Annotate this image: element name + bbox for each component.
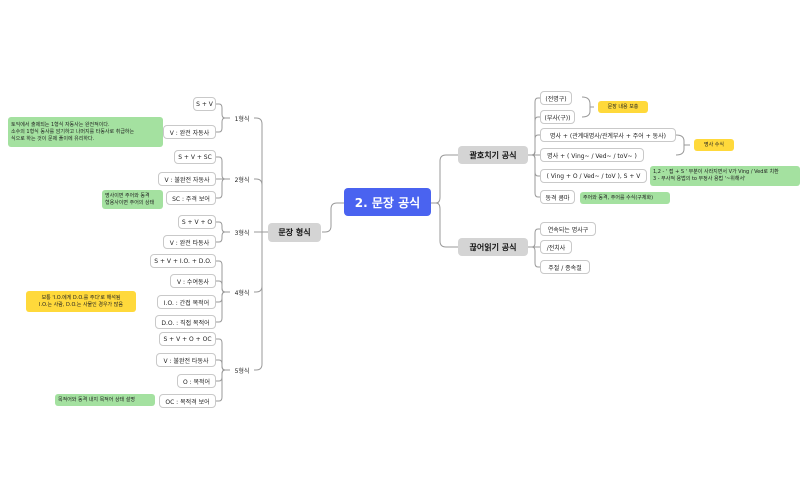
bracketing-leaf[interactable]: 명사 + (관계대명사/관계부사 + 주어 + 동사): [540, 128, 676, 142]
note-line: 문장 내용 보충: [607, 103, 639, 110]
root-topic[interactable]: 2. 문장 공식: [344, 188, 431, 216]
note-line: 3 - 부사적 용법의 to 부정사 용법 '~위해서': [653, 176, 746, 182]
form-1-leaf[interactable]: V : 완전 자동사: [163, 125, 216, 139]
note-line: I.O.는 사람, D.O.는 사물인 경우가 많음: [39, 301, 123, 308]
form-1-label[interactable]: 1형식: [234, 115, 250, 123]
note-line: 형용사이면 주어의 상태: [105, 199, 155, 206]
form-4-leaf[interactable]: V : 수여동사: [170, 274, 216, 288]
note-form-1[interactable]: 토익에서 출제되는 1형식 자동사는 완전적이다. 소수의 1형식 동사를 암기…: [8, 117, 163, 147]
note-extra-content[interactable]: 문장 내용 보충: [598, 101, 648, 113]
note-line: 주어와 동격, 주어를 수식(구체화): [583, 194, 654, 201]
note-participle-clause[interactable]: 1,2 - ' 접 + S ' 부분이 사라지면서 V가 Ving / Ved로…: [650, 166, 800, 186]
chunking-leaf[interactable]: /전치사: [540, 240, 572, 254]
form-5-leaf[interactable]: OC : 목적격 보어: [159, 394, 216, 408]
note-appositive[interactable]: 주어와 동격, 주어를 수식(구체화): [580, 192, 670, 204]
note-form-2[interactable]: 명사이면 주어와 동격 형용사이면 주어의 상태: [102, 190, 163, 209]
form-5-leaf[interactable]: V : 불완전 타동사: [156, 353, 216, 367]
chunking-leaf[interactable]: 연속되는 명사구: [540, 222, 596, 236]
note-form-5[interactable]: 목적어와 동격 내지 목적어 상태 설명: [55, 394, 155, 406]
form-4-leaf[interactable]: I.O. : 간접 목적어: [157, 295, 216, 309]
form-5-label[interactable]: 5형식: [234, 367, 250, 375]
form-2-label[interactable]: 2형식: [234, 176, 250, 184]
form-4-leaf[interactable]: D.O. : 직접 목적어: [155, 315, 216, 329]
topic-bracketing-rules[interactable]: 괄호치기 공식: [458, 146, 528, 164]
note-line: 목적어와 동격 내지 목적어 상태 설명: [58, 396, 135, 403]
form-2-leaf[interactable]: SC : 주격 보어: [166, 191, 216, 205]
form-1-leaf[interactable]: S + V: [193, 97, 216, 111]
form-2-leaf[interactable]: V : 불완전 자동사: [158, 172, 216, 186]
form-5-leaf[interactable]: O : 목적어: [177, 374, 216, 388]
bracketing-leaf[interactable]: (부사(구)): [540, 110, 575, 124]
form-4-leaf[interactable]: S + V + I.O. + D.O.: [150, 254, 216, 268]
form-2-leaf[interactable]: S + V + SC: [174, 150, 216, 164]
note-noun-modifier[interactable]: 명사 수식: [694, 139, 734, 151]
chunking-leaf[interactable]: 주절 / 종속절: [540, 260, 590, 274]
bracketing-leaf[interactable]: (전명구): [540, 91, 572, 105]
note-line: 명사 수식: [704, 141, 724, 148]
note-form-4[interactable]: 보통 'I.O.에게 D.O.를 주다'로 해석됨 I.O.는 사람, D.O.…: [26, 291, 136, 312]
note-line: 1,2 - ' 접 + S ' 부분이 사라지면서 V가 Ving / Ved로…: [653, 169, 779, 175]
form-3-label[interactable]: 3형식: [234, 229, 250, 237]
note-line: 토익에서 출제되는 1형식 자동사는 완전적이다.: [11, 121, 110, 128]
note-line: 보통 'I.O.에게 D.O.를 주다'로 해석됨: [41, 294, 121, 301]
topic-sentence-forms[interactable]: 문장 형식: [268, 223, 321, 242]
topic-chunking-rules[interactable]: 끊어읽기 공식: [458, 238, 528, 256]
form-5-leaf[interactable]: S + V + O + OC: [159, 332, 216, 346]
note-line: 소수의 1형식 동사를 암기하고 나머지를 타동사로 취급하는: [11, 128, 135, 135]
bracketing-leaf[interactable]: 동격 콤마: [540, 190, 575, 204]
form-3-leaf[interactable]: V : 완전 타동사: [163, 235, 216, 249]
bracketing-leaf[interactable]: 명사 + ( Ving~ / Ved~ / toV~ ): [540, 148, 644, 162]
bracketing-leaf[interactable]: ( Ving + O / Ved~ / toV ), S + V: [540, 169, 647, 183]
form-3-leaf[interactable]: S + V + O: [178, 215, 216, 229]
note-line: 식으로 하는 것이 문제 풀이에 유리하다.: [11, 135, 95, 142]
form-4-label[interactable]: 4형식: [234, 289, 250, 297]
note-line: 명사이면 주어와 동격: [105, 192, 150, 199]
